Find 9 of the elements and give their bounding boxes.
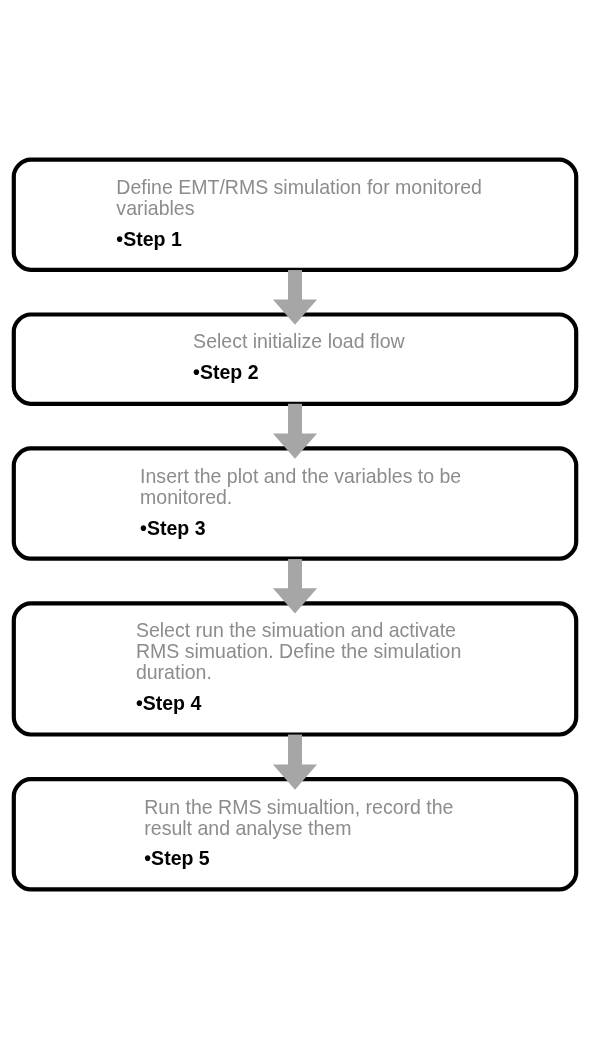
node-box: Select initialize load flow •Step 2: [11, 311, 579, 406]
arrow: [272, 403, 318, 459]
node-box: Insert the plot and the variables to be monitored. •Step 3: [11, 445, 579, 561]
node-box: Select run the simuation and activate RMS simuation. Define the simulation duration. •Step 4: [11, 600, 579, 737]
node-box: Define EMT/RMS simulation for monitored variables •Step 1: [11, 157, 579, 272]
arrow: [272, 734, 318, 790]
node-box: Run the RMS simualtion, record the result and analyse them •Step 5: [11, 776, 579, 891]
arrow: [272, 269, 318, 325]
arrow: [272, 558, 318, 613]
